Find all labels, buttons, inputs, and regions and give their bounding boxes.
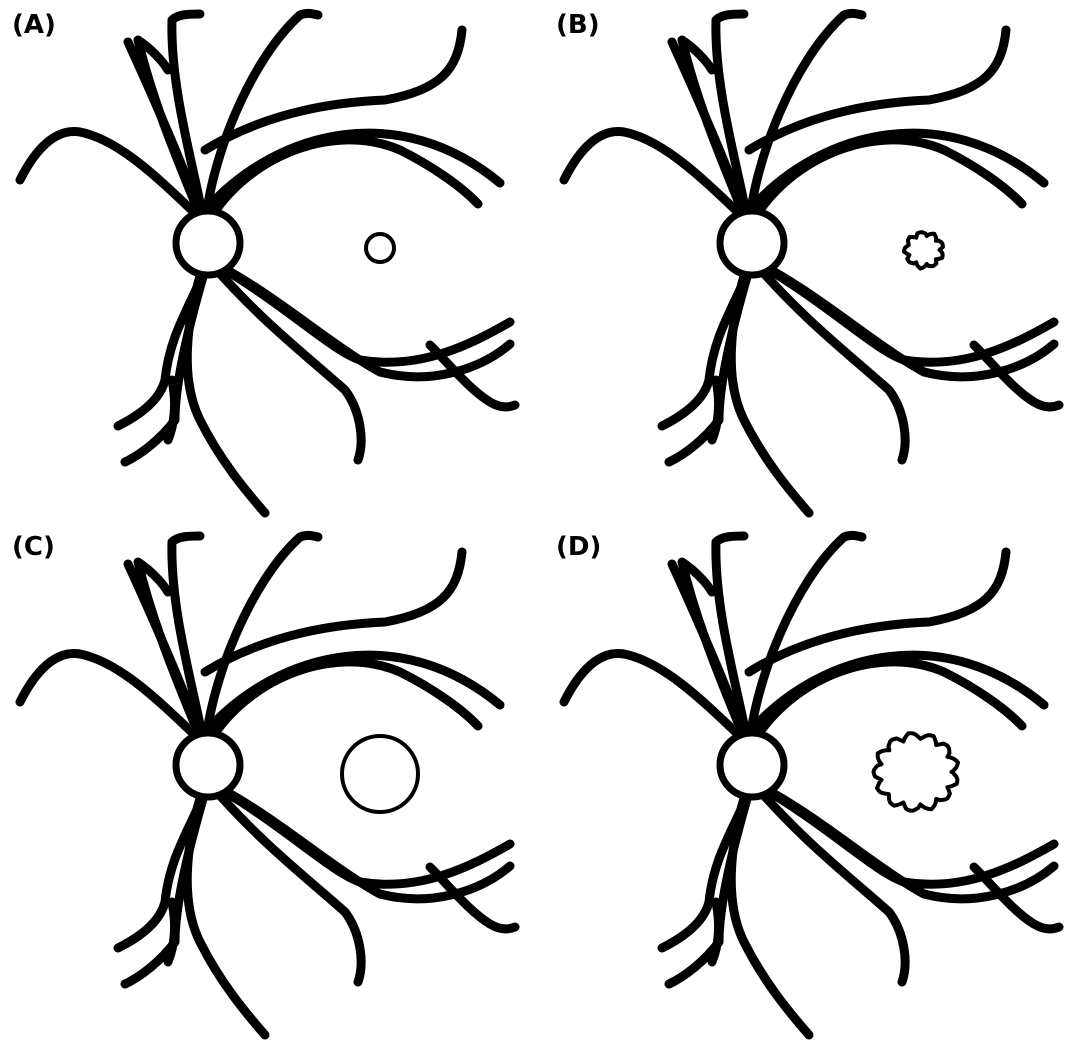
fundus-panel-b: (B) — [544, 0, 1069, 522]
blood-vessel — [187, 260, 265, 513]
optic-disc — [720, 733, 784, 797]
blood-vessel — [712, 902, 719, 962]
fundus-panel-a: (A) — [0, 0, 534, 522]
fundus-diagram — [0, 522, 534, 1044]
blood-vessel — [712, 380, 719, 440]
blood-vessel — [205, 662, 478, 750]
retinal-vessels — [564, 535, 1059, 1035]
blood-vessel — [731, 782, 809, 1035]
blood-vessel — [205, 140, 478, 228]
lesion-shape — [874, 733, 959, 811]
blood-vessel — [752, 260, 1054, 377]
blood-vessel — [168, 902, 175, 962]
fundus-panel-d: (D) — [544, 522, 1069, 1044]
lesion — [342, 736, 418, 812]
lesion — [874, 733, 959, 811]
lesion-shape — [904, 232, 943, 268]
blood-vessel — [749, 140, 1022, 228]
blood-vessel — [208, 782, 361, 982]
optic-disc — [176, 733, 240, 797]
blood-vessel — [187, 782, 265, 1035]
fundus-diagram — [544, 522, 1069, 1044]
blood-vessel — [752, 782, 905, 982]
retinal-vessels — [20, 535, 515, 1035]
fundus-panel-c: (C) — [0, 522, 534, 1044]
blood-vessel — [749, 662, 1022, 750]
retinal-vessels — [564, 13, 1059, 513]
fundus-diagram — [0, 0, 534, 522]
optic-disc — [176, 211, 240, 275]
fundus-diagram — [544, 0, 1069, 522]
blood-vessel — [208, 260, 361, 460]
optic-disc — [720, 211, 784, 275]
blood-vessel — [752, 260, 905, 460]
blood-vessel — [208, 260, 510, 377]
blood-vessel — [731, 260, 809, 513]
retinal-vessels — [20, 13, 515, 513]
lesion — [904, 232, 943, 268]
lesion-shape — [342, 736, 418, 812]
lesion-shape — [366, 234, 394, 262]
lesion — [366, 234, 394, 262]
blood-vessel — [168, 380, 175, 440]
